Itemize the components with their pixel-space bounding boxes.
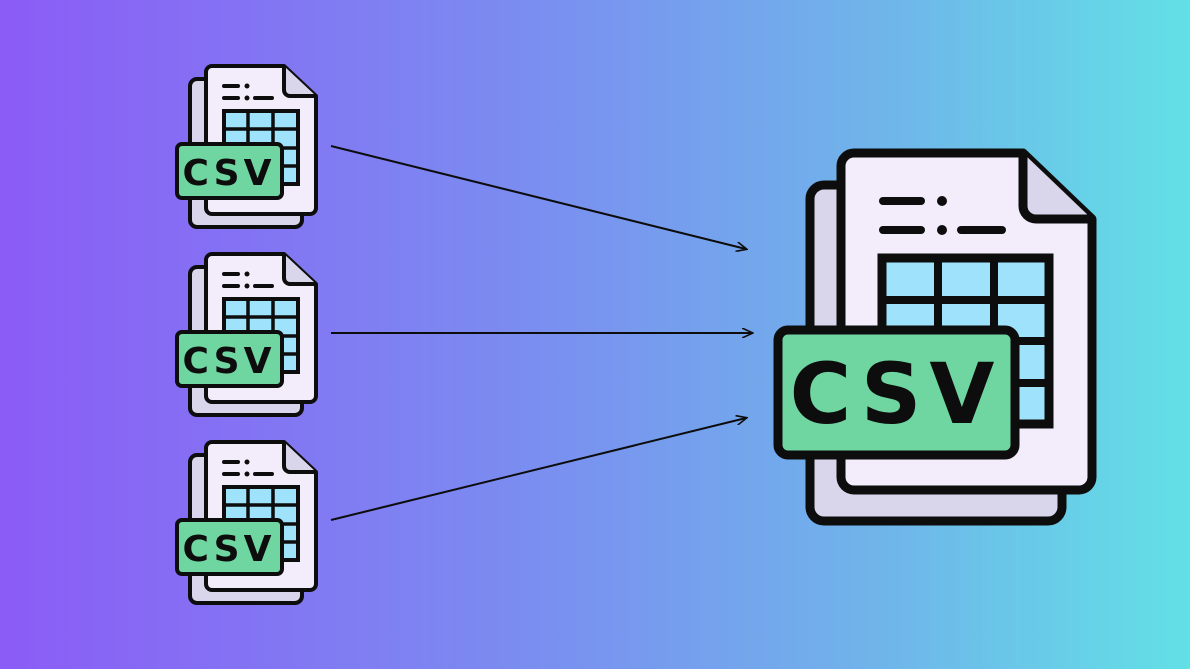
csv-label: CSV <box>183 529 276 570</box>
csv-file-icon: CSV <box>175 64 318 229</box>
arrow-bottom <box>330 418 746 521</box>
arrow-top <box>330 145 746 249</box>
csv-file-icon: CSV <box>773 148 1097 526</box>
csv-file-icon: CSV <box>175 440 318 605</box>
csv-label: CSV <box>790 345 1003 443</box>
csv-label: CSV <box>183 153 276 194</box>
csv-label: CSV <box>183 341 276 382</box>
csv-file-icon: CSV <box>175 252 318 417</box>
